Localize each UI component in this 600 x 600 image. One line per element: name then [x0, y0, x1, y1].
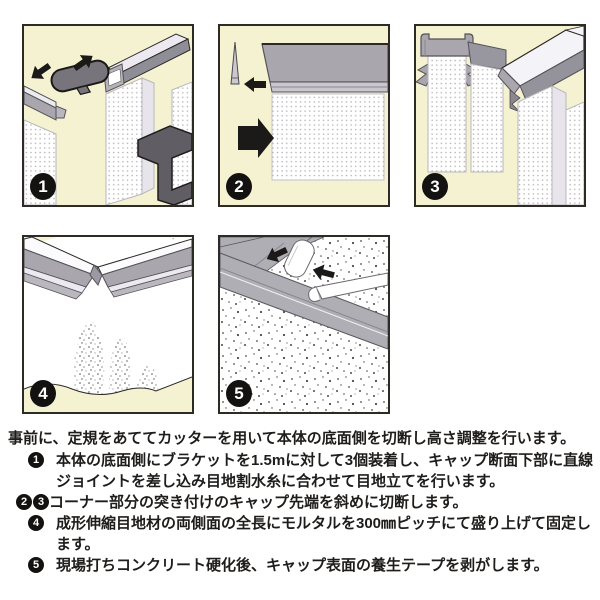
step-number-badge-5: 5	[226, 380, 252, 407]
cap-cutting-illustration	[220, 26, 388, 205]
step-number-badge-2: 2	[226, 173, 252, 200]
step-panel-1: 1	[22, 24, 194, 207]
foam-body	[271, 93, 385, 181]
peel-arrow-right-icon	[312, 264, 335, 280]
step-3-bullet-icon: 3	[33, 494, 49, 510]
step-text-5: 5 現場打ちコンクリート硬化後、キャップ表面の養生テープを剥がします。	[8, 555, 594, 576]
big-arrow-right-icon	[238, 118, 274, 158]
step-5-bullet-icon: 5	[28, 557, 44, 573]
tape-strip-right	[308, 272, 388, 302]
dark-corner-bracket	[137, 125, 192, 205]
cut-off-sliver	[230, 41, 240, 85]
step-4-bullets: 4	[28, 515, 44, 531]
step-number-badge-3: 3	[422, 173, 448, 200]
left-joint-band	[24, 237, 99, 300]
instructions-text-block: 事前に、定規をあててカッターを用いて本体の底面側を切断し高さ調整を行います。 1…	[8, 428, 594, 576]
step-panel-5: 5	[218, 235, 390, 414]
step-number-badge-4: 4	[30, 380, 56, 407]
tape-roll-top	[283, 239, 315, 278]
step-4-bullet-icon: 4	[28, 515, 44, 531]
step-1-text: 本体の底面側にブラケットを1.5mに対して3個装着し、キャップ断面下部に直線ジョ…	[56, 452, 594, 490]
corner-joint-illustration	[416, 26, 584, 205]
intro-line: 事前に、定規をあててカッターを用いて本体の底面側を切断し高さ調整を行います。	[8, 430, 576, 447]
front-profile-cross-section	[416, 33, 479, 173]
step-2-3-bullets: 2 3	[16, 494, 49, 510]
step-panel-4: 4	[22, 235, 194, 414]
step-2-bullet-icon: 2	[16, 494, 32, 510]
middle-profile-back	[467, 41, 507, 173]
step-5-text: 現場打ちコンクリート硬化後、キャップ表面の養生テープを剥がします。	[56, 557, 549, 574]
right-joint-band	[89, 238, 192, 298]
step-number-badge-1: 1	[30, 173, 56, 200]
step-4-text: 成形伸縮目地材の両側面の全長にモルタルを300㎜ピッチにて盛り上げて固定します。	[56, 515, 592, 553]
step-panel-2: 2	[218, 24, 390, 207]
step-1-bullet-icon: 1	[28, 452, 44, 468]
arrow-down-left-icon	[31, 62, 52, 79]
right-cap-channel	[103, 33, 191, 93]
small-arrow-left-icon	[244, 77, 266, 92]
cap-profile-side	[261, 43, 388, 93]
corner-assembly	[497, 26, 584, 205]
joint-insertion-illustration	[24, 26, 192, 205]
arrow-up-right-icon	[72, 55, 93, 72]
step-1-bullets: 1	[28, 452, 44, 468]
step-text-1: 1 本体の底面側にブラケットを1.5mに対して3個装着し、キャップ断面下部に直線…	[8, 450, 594, 492]
step-text-4: 4 成形伸縮目地材の両側面の全長にモルタルを300㎜ピッチにて盛り上げて固定しま…	[8, 513, 594, 555]
step-panel-3: 3	[414, 24, 586, 207]
step-5-bullets: 5	[28, 557, 44, 573]
step-2-3-text: コーナー部分の突き付けのキャップ先端を斜めに切断します。	[49, 494, 468, 511]
peel-arrow-top-icon	[266, 247, 288, 263]
step-text-2-3: 2 3 コーナー部分の突き付けのキャップ先端を斜めに切断します。	[8, 492, 594, 513]
straight-joint-piece	[50, 59, 110, 96]
